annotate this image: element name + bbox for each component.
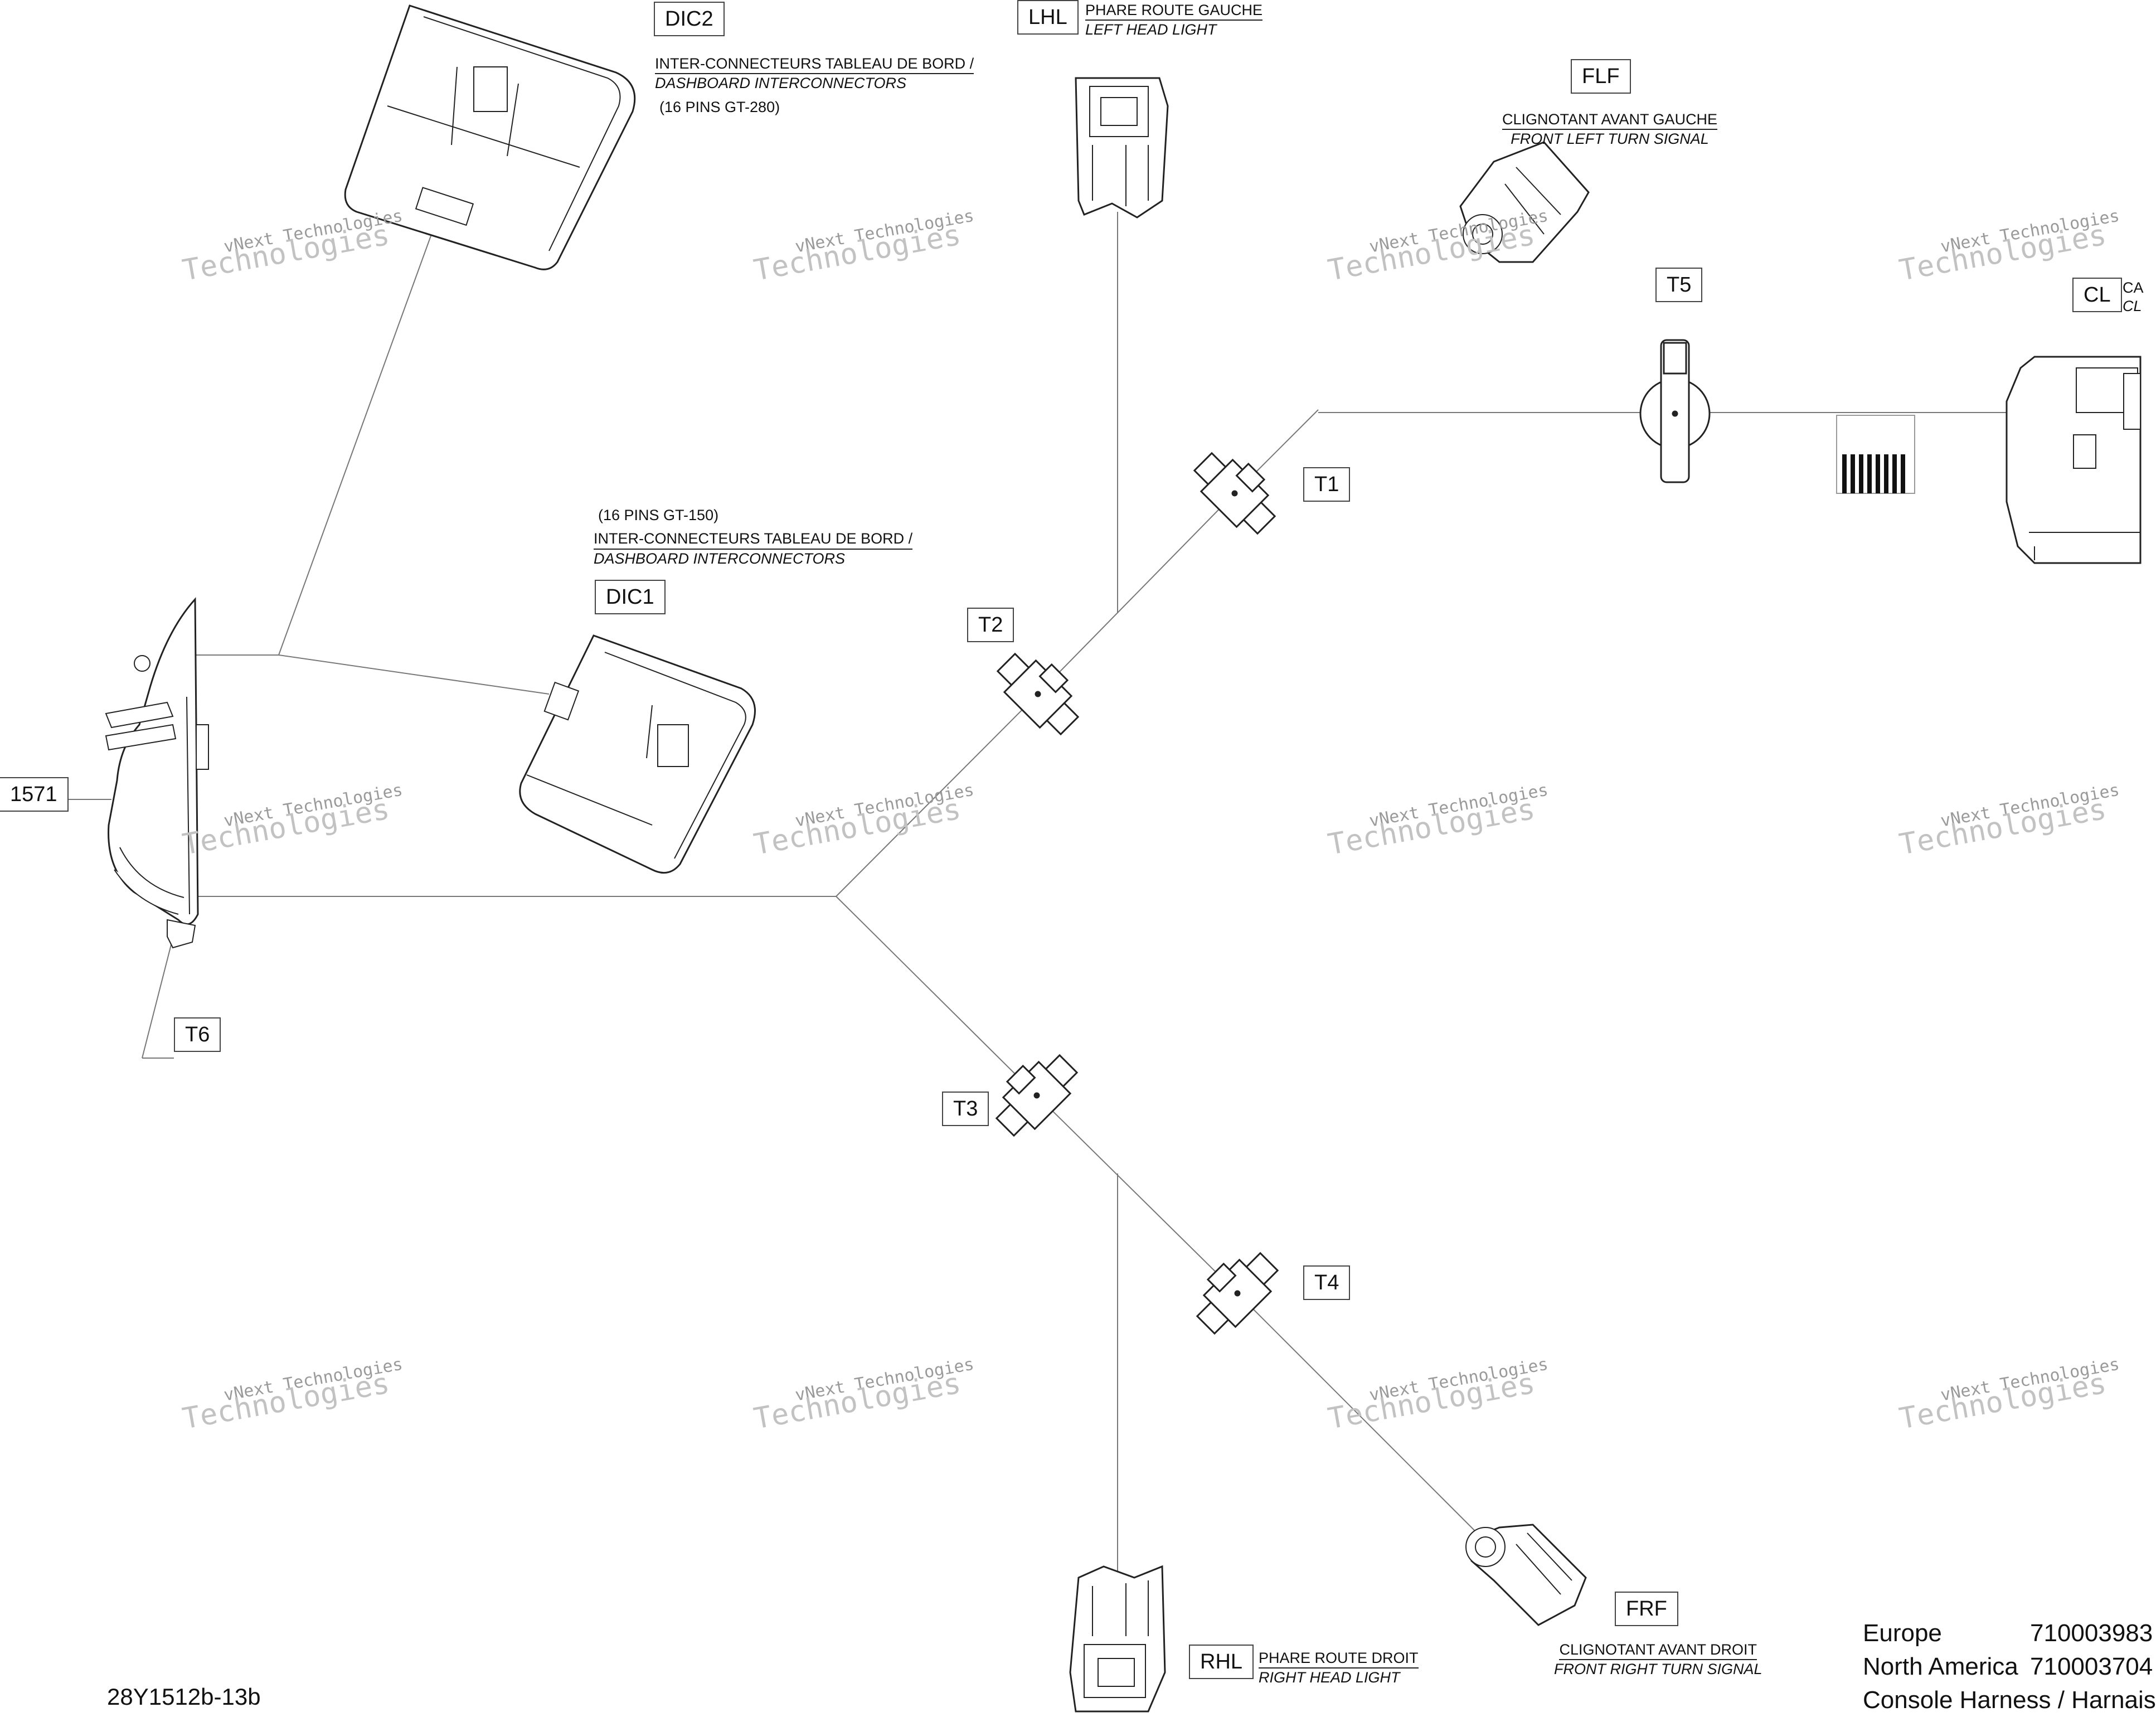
wire-to-dic2 (278, 217, 438, 656)
t2-splice (996, 652, 1080, 736)
caption-dic2: INTER-CONNECTEURS TABLEAU DE BORD / DASH… (655, 55, 974, 115)
label-t2: T2 (967, 608, 1014, 642)
wire-lower-t4 (1036, 1095, 1238, 1294)
label-lhl: LHL (1017, 0, 1079, 35)
leader-t6 (142, 933, 174, 1059)
flf-connector (1459, 141, 1590, 263)
label-dic1: DIC1 (595, 580, 666, 614)
caption-dic1: (16 PINS GT-150) INTER-CONNECTEURS TABLE… (594, 507, 913, 567)
t4-splice (1196, 1252, 1279, 1335)
drawing-number: 28Y1512b-13b (107, 1684, 261, 1710)
label-1571: 1571 (0, 777, 69, 812)
t5-splice (1639, 339, 1711, 483)
dic2-connector (344, 4, 636, 270)
lhl-connector (1075, 77, 1169, 219)
caption-flf: CLIGNOTANT AVANT GAUCHE FRONT LEFT TURN … (1502, 111, 1718, 148)
rhl-connector (1069, 1565, 1166, 1713)
label-t3: T3 (942, 1092, 989, 1126)
wire-t4-frf (1237, 1293, 1483, 1539)
caption-lhl: PHARE ROUTE GAUCHE LEFT HEAD LIGHT (1085, 2, 1263, 38)
t3-splice (995, 1054, 1079, 1137)
label-t1: T1 (1303, 467, 1351, 502)
caption-rhl: PHARE ROUTE DROIT RIGHT HEAD LIGHT (1259, 1650, 1419, 1686)
label-t5: T5 (1655, 268, 1703, 302)
label-rhl: RHL (1189, 1645, 1254, 1679)
label-t4: T4 (1303, 1265, 1351, 1300)
wire-to-dic1 (278, 654, 550, 695)
caption-frf: CLIGNOTANT AVANT DROIT FRONT RIGHT TURN … (1554, 1641, 1762, 1678)
wire-upper-t1 (1037, 493, 1235, 695)
label-t6: T6 (174, 1017, 221, 1052)
label-frf: FRF (1615, 1592, 1678, 1626)
frf-connector (1465, 1524, 1587, 1626)
t1-splice (1193, 452, 1276, 535)
drawing-title: Console Harness / Harnais (1863, 1686, 2156, 1714)
barcode-marker (1836, 415, 1915, 494)
caption-cl: CA CL (2123, 279, 2144, 315)
dic1-connector (519, 634, 756, 874)
wire-main-upper (836, 693, 1038, 897)
label-flf: FLF (1571, 59, 1631, 94)
wire-main-lower (836, 896, 1037, 1096)
label-dic2: DIC2 (654, 2, 725, 36)
part-1571-bracket (105, 597, 209, 949)
label-cl: CL (2072, 278, 2122, 312)
cl-connector (2006, 356, 2142, 564)
